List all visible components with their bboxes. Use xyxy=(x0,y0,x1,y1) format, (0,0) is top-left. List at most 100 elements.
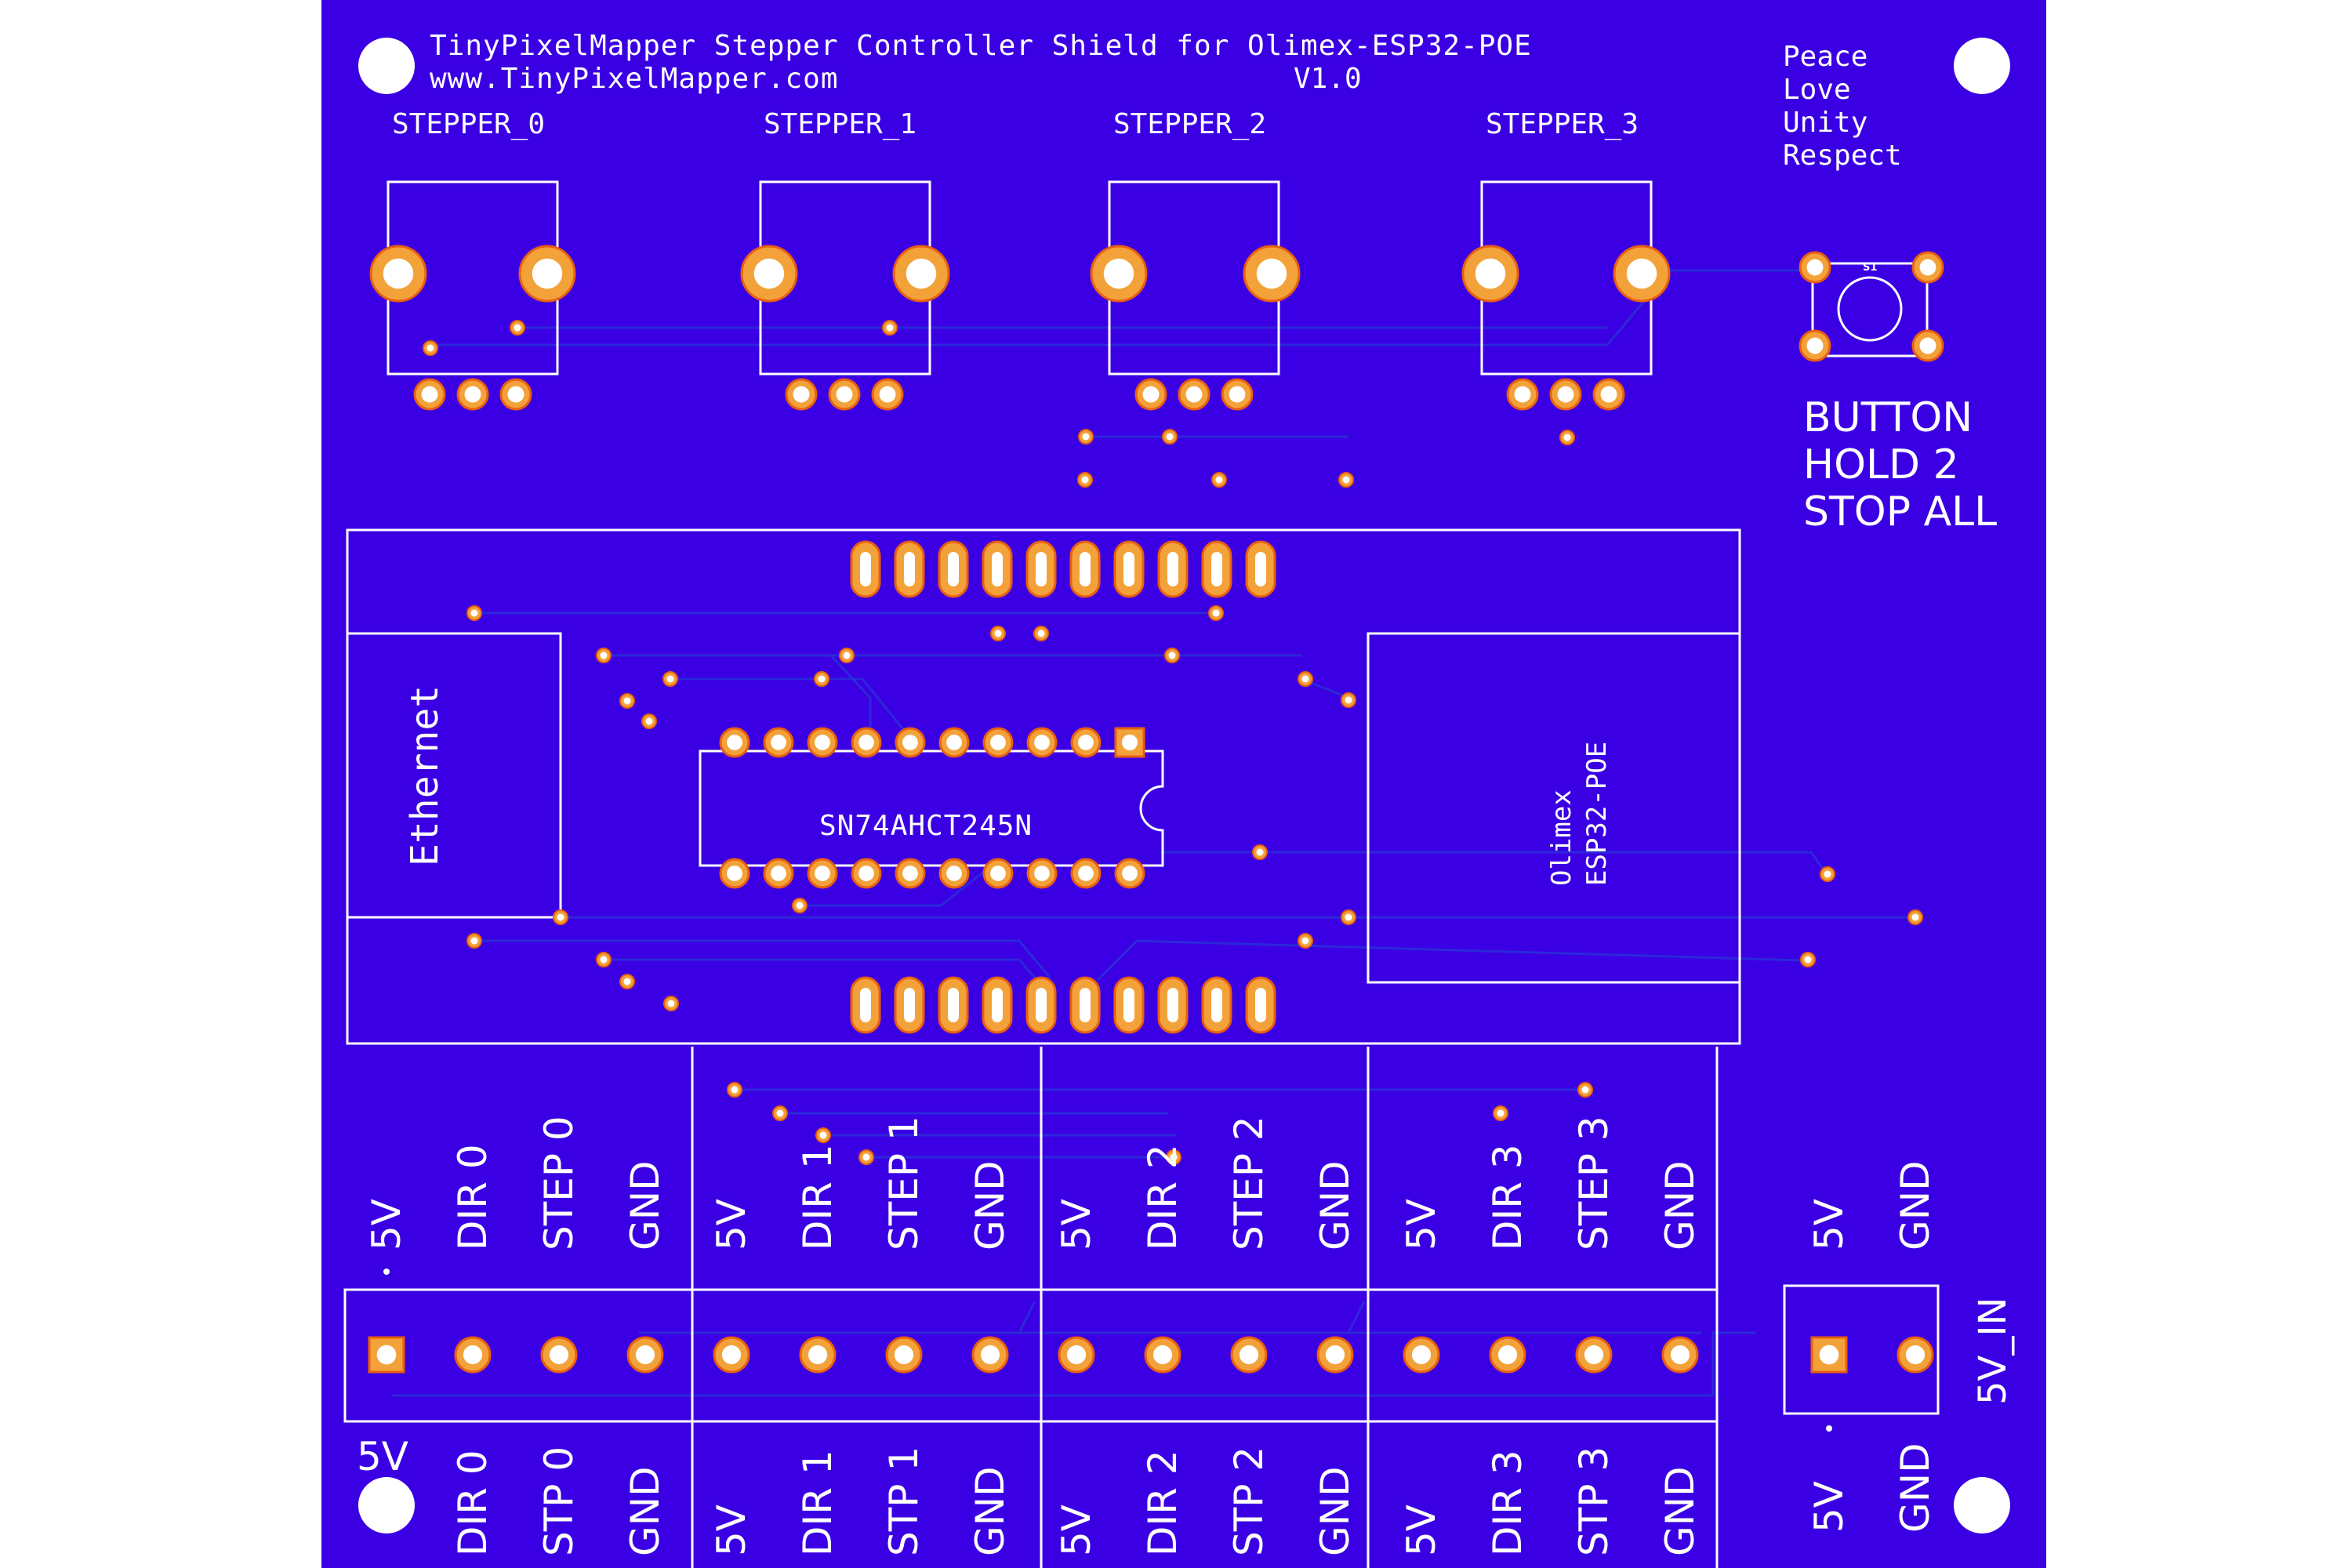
motto-line: Unity xyxy=(1783,107,1867,139)
header-upper-label: GND xyxy=(622,1160,668,1250)
button-note: HOLD 2 xyxy=(1803,441,1959,488)
mcu-label: Olimex xyxy=(1546,789,1577,886)
stepper-pin-pad xyxy=(413,378,446,411)
via xyxy=(423,340,438,356)
via xyxy=(1493,1105,1508,1121)
ic-pin-pad xyxy=(1026,858,1058,889)
power-upper-label: 5V xyxy=(1806,1199,1852,1250)
via xyxy=(466,933,482,949)
module-pin-pad xyxy=(1025,976,1057,1034)
stepper-pin-pad xyxy=(499,378,532,411)
via xyxy=(1252,844,1268,860)
via xyxy=(1341,909,1356,925)
via xyxy=(466,605,482,621)
via xyxy=(839,648,855,663)
power-pin-pad xyxy=(1896,1336,1934,1374)
stepper-mount-pad xyxy=(1613,245,1671,303)
ic-pin-pad xyxy=(851,727,882,758)
module-pin-pad xyxy=(938,540,969,598)
stepper-pin-pad xyxy=(1506,378,1539,411)
header-lower-label: STP 0 xyxy=(536,1446,582,1556)
header-pin-pad xyxy=(626,1336,664,1374)
header-lower-label: GND xyxy=(622,1466,668,1556)
header-lower-label: STP 3 xyxy=(1571,1446,1617,1556)
module-pin-pad xyxy=(1025,540,1057,598)
via xyxy=(619,693,635,709)
header-upper-label: DIR 3 xyxy=(1485,1144,1530,1250)
power-pin1-pad xyxy=(1810,1336,1848,1374)
stepper-pin-pad xyxy=(1178,378,1210,411)
module-pin-pad xyxy=(938,976,969,1034)
ic-outline xyxy=(699,750,1164,867)
header-outlines xyxy=(343,1047,1940,1568)
via xyxy=(553,909,568,925)
header-pin-pad xyxy=(1575,1336,1613,1374)
header-lower-label: STP 2 xyxy=(1226,1446,1272,1556)
stepper-mount-pad xyxy=(1090,245,1148,303)
stepper-mount-pad xyxy=(740,245,798,303)
header-upper-label: 5V xyxy=(709,1199,754,1250)
stepper-label: STEPPER_2 xyxy=(1113,108,1266,140)
ic-pin-pad xyxy=(1114,858,1145,889)
via xyxy=(1164,648,1180,663)
via xyxy=(792,898,808,913)
header-lower-label: GND xyxy=(1312,1466,1358,1556)
ic-pin-pad xyxy=(895,858,926,889)
via xyxy=(596,952,612,967)
header-lower-label: DIR 1 xyxy=(795,1450,840,1556)
button-pad xyxy=(1798,329,1831,362)
header-upper-label: STEP 0 xyxy=(536,1116,582,1250)
mounting-hole xyxy=(1954,1477,2010,1534)
header-pin-pad xyxy=(540,1336,578,1374)
ethernet-label: Ethernet xyxy=(403,685,447,866)
header-lower-label: 5V xyxy=(357,1434,408,1479)
via xyxy=(510,320,525,336)
ic-pin-pad xyxy=(1070,858,1102,889)
ic-pin-pad xyxy=(807,858,838,889)
via xyxy=(772,1105,788,1121)
button-ref: S1 xyxy=(1863,262,1877,274)
header-lower-label: 5V xyxy=(1054,1504,1099,1556)
mounting-hole xyxy=(358,38,415,94)
header-lower-label: STP 1 xyxy=(881,1446,927,1556)
header-lower-label: 5V xyxy=(1399,1504,1444,1556)
header-pin-pad xyxy=(1403,1336,1440,1374)
ic-pin-pad xyxy=(807,727,838,758)
via xyxy=(1298,671,1313,687)
stepper-label: STEPPER_0 xyxy=(392,108,545,140)
motto-line: Love xyxy=(1783,74,1851,106)
via xyxy=(882,320,898,336)
header-upper-label: STEP 3 xyxy=(1571,1116,1617,1250)
via xyxy=(1033,626,1049,641)
stepper-pin-pad xyxy=(1549,378,1582,411)
ic-pin-pad xyxy=(982,858,1014,889)
ic-pin-pad xyxy=(895,727,926,758)
module-pin-pad xyxy=(1069,540,1101,598)
header-upper-label: GND xyxy=(1312,1160,1358,1250)
stepper-mount-pad xyxy=(369,245,427,303)
via xyxy=(815,1127,831,1143)
stepper-pin-pad xyxy=(1592,378,1625,411)
header-upper-label: GND xyxy=(967,1160,1013,1250)
stepper-mount-pad xyxy=(1243,245,1301,303)
via xyxy=(663,996,679,1011)
header-upper-label: DIR 2 xyxy=(1140,1144,1185,1250)
pcb-substrate xyxy=(321,0,2046,1568)
module-pin-pad xyxy=(1113,540,1145,598)
power-in-label: 5V_IN xyxy=(1971,1298,2015,1405)
via xyxy=(1166,1149,1181,1165)
header-lower-label: DIR 0 xyxy=(450,1450,495,1556)
button-pad xyxy=(1911,329,1944,362)
motto-line: Peace xyxy=(1783,41,1867,73)
module-pin-pad xyxy=(850,540,881,598)
stepper-mount-pad xyxy=(1461,245,1519,303)
header-upper-label: STEP 2 xyxy=(1226,1116,1272,1250)
module-pin-pad xyxy=(850,976,881,1034)
button-actuator xyxy=(1837,276,1903,342)
module-pin-pad xyxy=(1069,976,1101,1034)
pin1-marker xyxy=(1826,1425,1832,1432)
button-pad xyxy=(1911,251,1944,284)
header-body xyxy=(343,1288,1719,1423)
header-pin-pad xyxy=(799,1336,837,1374)
